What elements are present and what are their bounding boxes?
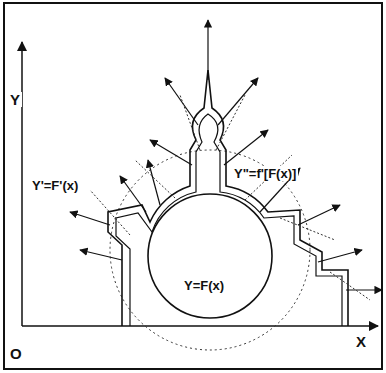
axis-label: X xyxy=(354,334,368,349)
origin-label: O xyxy=(8,346,24,361)
axis-label: Y xyxy=(8,92,22,107)
formula-label: Y'=F'(x) xyxy=(30,178,80,193)
formula-label: Y"=f'[F(x)] xyxy=(232,166,298,181)
formula-label: Y=F(x) xyxy=(182,278,226,293)
